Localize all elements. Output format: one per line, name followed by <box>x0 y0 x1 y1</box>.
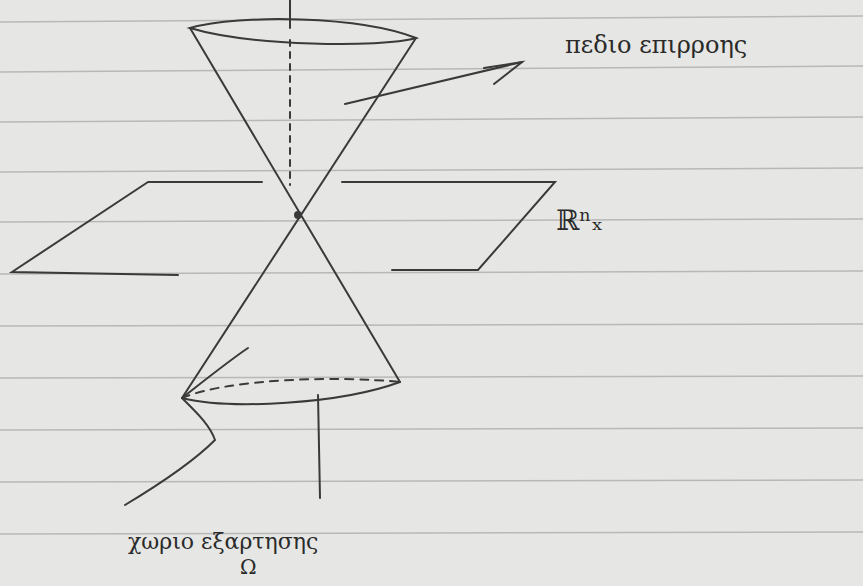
set-label: Ω <box>240 556 257 578</box>
region-label: χωριο εξαρτησης <box>128 530 318 554</box>
cone-top-ellipse <box>190 19 416 44</box>
paper-rules <box>0 16 863 534</box>
cone-bottom-ellipse <box>182 382 400 404</box>
space-label: ℝⁿₓ <box>556 206 603 237</box>
cone-side <box>190 28 400 382</box>
cone-bottom-ellipse <box>182 379 400 398</box>
apex <box>295 212 301 218</box>
leader-line <box>182 348 248 398</box>
arrow-line <box>345 62 522 104</box>
axis <box>289 40 291 185</box>
arrow-head <box>484 62 522 84</box>
axis <box>318 395 320 498</box>
drawing <box>12 0 555 505</box>
region-label: πεδιο επιρροης <box>565 32 747 58</box>
axis <box>289 0 291 28</box>
cone-side <box>182 38 416 398</box>
leader-line <box>125 398 215 505</box>
plane <box>12 182 555 275</box>
